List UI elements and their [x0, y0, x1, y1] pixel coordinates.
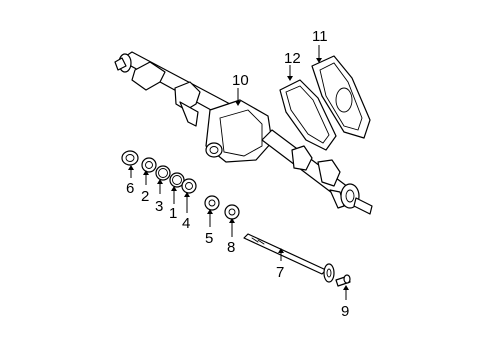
leader-lines [130, 45, 347, 300]
washer-8 [224, 204, 240, 220]
callout-12: 12 [284, 50, 301, 67]
seal-6 [121, 150, 139, 166]
callout-6: 6 [126, 180, 134, 197]
bolt [335, 274, 351, 287]
callout-5: 5 [205, 230, 213, 247]
callout-9: 9 [341, 303, 349, 320]
callout-2: 2 [141, 188, 149, 205]
gasket [279, 79, 337, 151]
axle-shaft [243, 233, 335, 283]
callout-8: 8 [227, 239, 235, 256]
callout-11: 11 [312, 28, 328, 45]
axle-housing [114, 51, 373, 215]
seal-2 [141, 157, 157, 173]
callout-3: 3 [155, 198, 163, 215]
leader-arrowheads [128, 58, 349, 290]
shim-1 [169, 172, 185, 188]
shim-3 [155, 165, 171, 181]
callout-7: 7 [276, 264, 284, 281]
bearing-4 [181, 178, 197, 194]
callout-4: 4 [182, 215, 190, 232]
callout-10: 10 [232, 72, 249, 89]
callout-1: 1 [169, 205, 177, 222]
cover [311, 55, 371, 139]
washer-5 [204, 195, 220, 211]
